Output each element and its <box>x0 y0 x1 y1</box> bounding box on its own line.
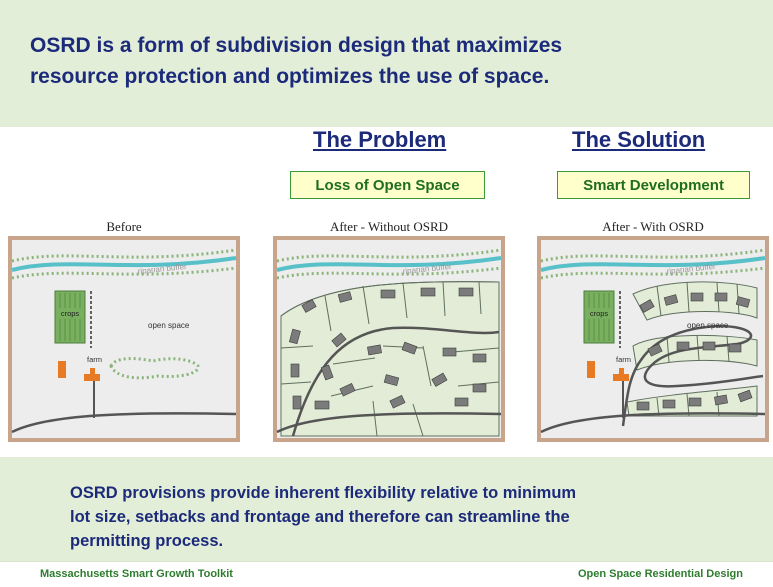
riparian-buffer-edge <box>540 266 766 280</box>
with-osrd-caption: After - With OSRD <box>602 219 704 234</box>
crops-label-bg <box>587 308 611 319</box>
house <box>472 353 487 363</box>
without-osrd-site-plan: riparian buffer <box>273 236 505 442</box>
note-line-1: OSRD provisions provide inherent flexibi… <box>70 484 577 502</box>
note-line-2: lot size, setbacks and frontage and ther… <box>70 508 570 526</box>
farm-label: farm <box>616 355 631 364</box>
house <box>314 400 330 410</box>
riparian-buffer-edge <box>276 266 502 280</box>
riparian-buffer-edge <box>11 248 237 263</box>
footer-topic: Open Space Residential Design <box>577 568 743 580</box>
house <box>662 399 676 409</box>
riparian-buffer-edge <box>11 266 237 280</box>
before-site-plan: riparian buffer crops open space farm <box>8 236 240 442</box>
tree-line <box>109 357 200 380</box>
with-osrd-site-plan: riparian buffer crops open space farm <box>537 236 769 442</box>
house <box>383 374 400 387</box>
house <box>389 395 406 409</box>
house-cluster <box>636 292 753 411</box>
house <box>636 401 650 411</box>
farm-barn <box>84 368 100 381</box>
house <box>472 383 487 393</box>
plan-frame <box>8 236 240 442</box>
before-caption: Before <box>106 219 142 234</box>
house <box>676 341 690 351</box>
crops-label: crops <box>61 309 80 318</box>
farmhouse <box>58 361 66 378</box>
house <box>337 291 353 303</box>
subdivision-road <box>291 326 500 437</box>
house <box>401 341 418 355</box>
house <box>688 397 702 407</box>
lot-line <box>280 281 500 317</box>
house <box>639 299 655 313</box>
house <box>702 341 716 351</box>
main-road <box>276 412 502 434</box>
stream <box>276 256 502 272</box>
house <box>735 296 751 308</box>
house <box>339 383 356 397</box>
house <box>714 394 728 406</box>
house <box>458 287 474 297</box>
house <box>663 294 679 306</box>
house <box>290 363 300 378</box>
house <box>380 289 396 299</box>
farmhouse <box>587 361 595 378</box>
house <box>288 328 301 345</box>
headline-band <box>0 0 773 127</box>
headline-line-2: resource protection and optimizes the us… <box>30 65 550 88</box>
open-space-label: open space <box>148 321 190 330</box>
riparian-buffer-edge <box>276 248 502 263</box>
problem-label-box: Loss of Open Space <box>290 171 485 199</box>
main-road <box>11 412 237 434</box>
crops-label-bg <box>58 308 82 319</box>
solution-title: The Solution <box>572 127 706 152</box>
footer-bar: Massachusetts Smart Growth Toolkit Open … <box>0 561 773 587</box>
house-cluster <box>288 287 487 410</box>
stream <box>540 256 766 272</box>
farm-barn <box>613 368 629 381</box>
house <box>301 299 317 313</box>
crops-label: crops <box>590 309 609 318</box>
note-line-3: permitting process. <box>70 532 224 550</box>
house <box>647 343 663 357</box>
headline-line-1: OSRD is a form of subdivision design tha… <box>30 34 563 57</box>
note-band <box>0 457 773 561</box>
solution-label-box: Smart Development <box>557 171 750 199</box>
headline: OSRD is a form of subdivision design tha… <box>30 30 750 92</box>
house <box>367 344 382 356</box>
footer-source: Massachusetts Smart Growth Toolkit <box>40 568 233 580</box>
stream <box>11 256 237 272</box>
without-osrd-caption: After - Without OSRD <box>329 219 449 234</box>
riparian-buffer-edge <box>540 248 766 263</box>
house <box>690 292 704 302</box>
house <box>714 292 728 302</box>
lot-lines <box>324 281 482 332</box>
house <box>292 395 302 410</box>
house <box>737 389 753 403</box>
house <box>331 332 347 348</box>
open-space-label: open space <box>687 321 729 330</box>
osrd-note: OSRD provisions provide inherent flexibi… <box>70 481 730 553</box>
house <box>420 287 436 297</box>
house <box>431 372 448 387</box>
house <box>454 397 469 407</box>
house <box>442 347 457 357</box>
house <box>728 343 742 353</box>
main-road <box>540 412 766 434</box>
problem-title: The Problem <box>313 127 447 152</box>
farm-label: farm <box>87 355 102 364</box>
house <box>320 364 334 381</box>
